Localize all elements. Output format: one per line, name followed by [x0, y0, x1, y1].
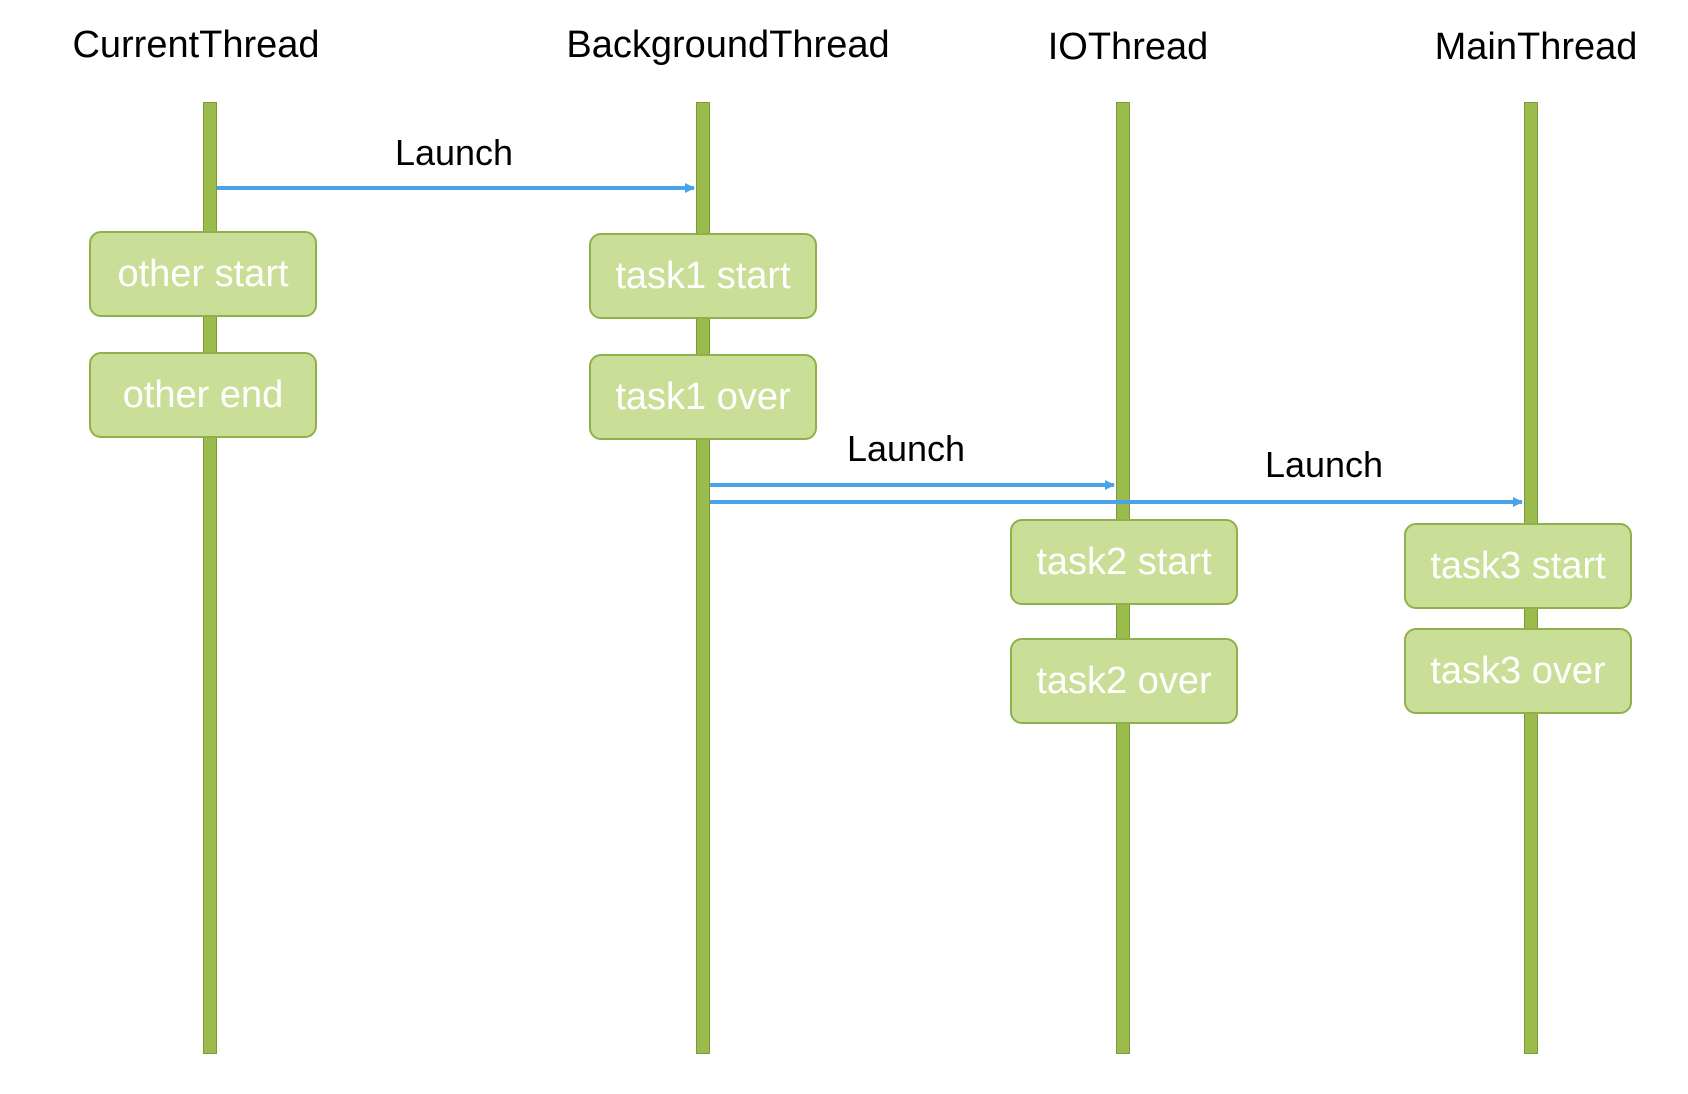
thread-title-background: BackgroundThread	[566, 24, 890, 66]
task-box-other-end: other end	[89, 352, 317, 438]
message-label-1: Launch	[394, 132, 514, 173]
task-box-other-start: other start	[89, 231, 317, 317]
task-box-task1-start: task1 start	[589, 233, 817, 319]
lifeline-current	[203, 102, 217, 1054]
task-box-task2-start: task2 start	[1010, 519, 1238, 605]
task-box-task1-over: task1 over	[589, 354, 817, 440]
task-box-task3-over: task3 over	[1404, 628, 1632, 714]
thread-title-current: CurrentThread	[72, 24, 320, 66]
lifeline-background	[696, 102, 710, 1054]
task-box-task3-start: task3 start	[1404, 523, 1632, 609]
task-box-task2-over: task2 over	[1010, 638, 1238, 724]
message-label-3: Launch	[1264, 444, 1384, 485]
thread-title-io: IOThread	[1047, 26, 1209, 68]
thread-title-main: MainThread	[1434, 26, 1638, 68]
message-label-2: Launch	[846, 428, 966, 469]
